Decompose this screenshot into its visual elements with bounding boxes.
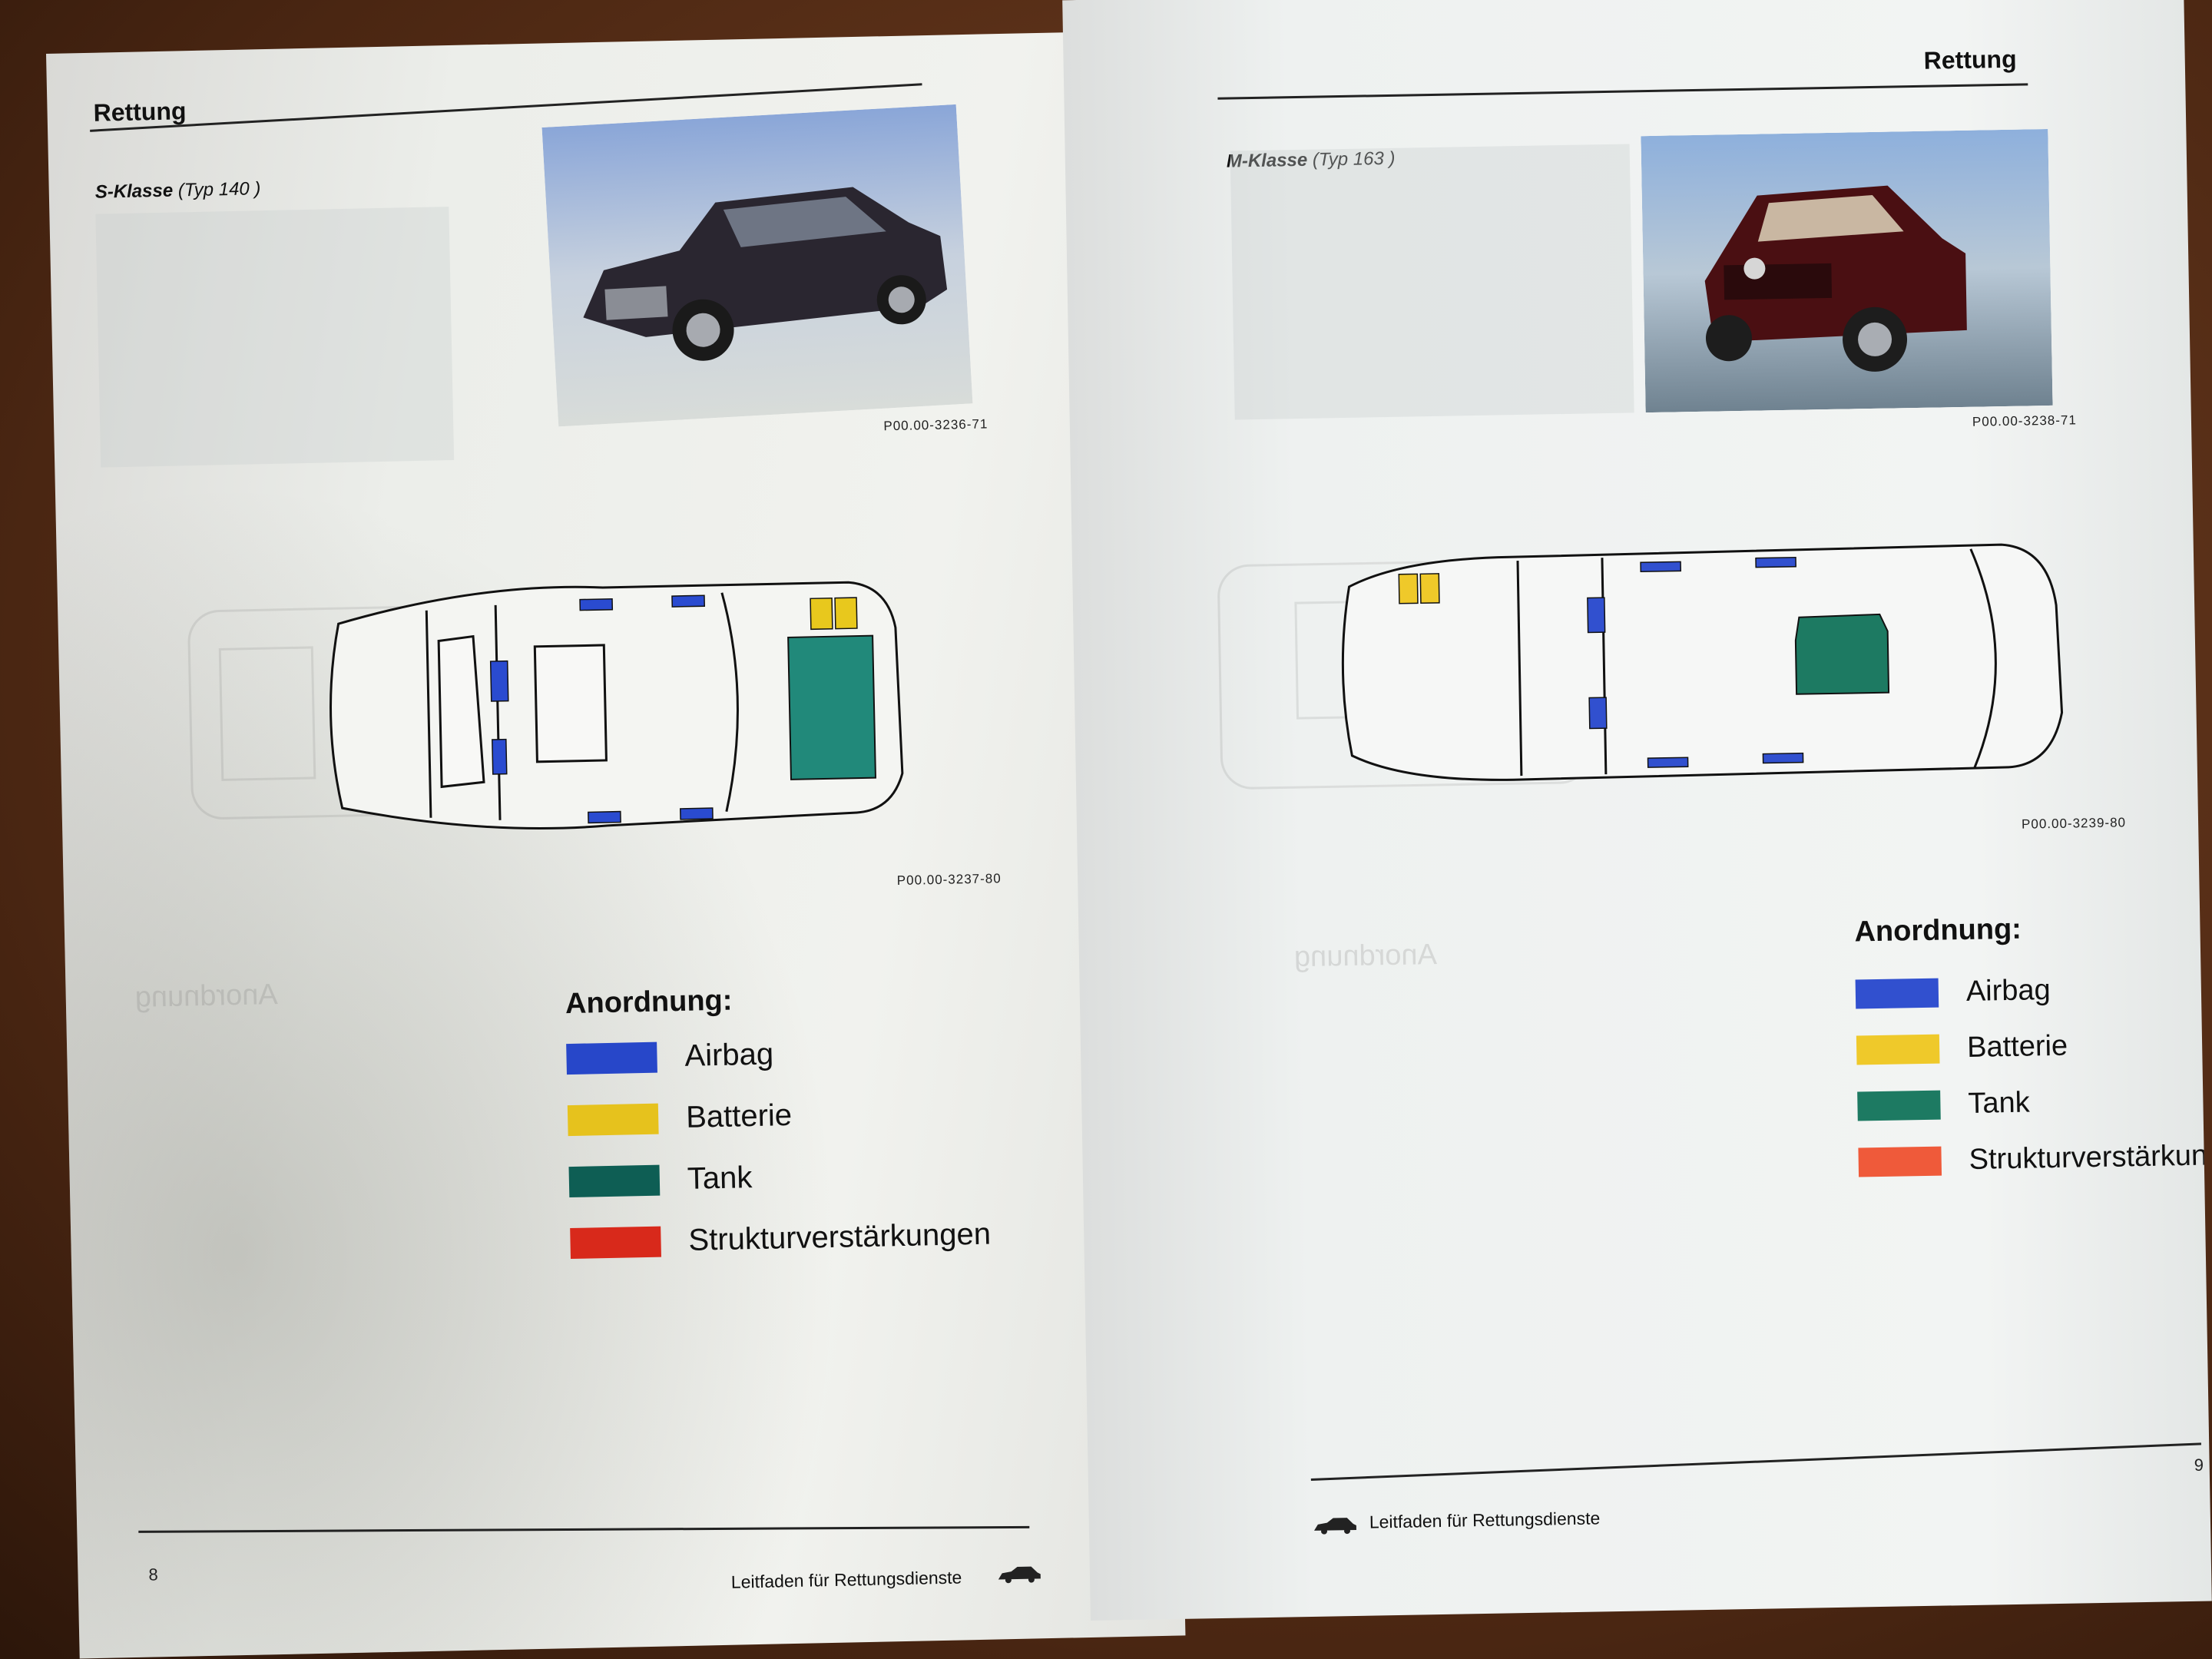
legend-label: Batterie [685,1098,793,1134]
section-title: Rettung [93,97,187,127]
diagram-reference: P00.00-3237-80 [896,871,1002,889]
structure-swatch [1858,1146,1942,1177]
footer-rule [138,1525,1030,1533]
legend-item-airbag: Airbag [1855,974,2051,1010]
airbag-mark [489,660,509,702]
airbag-mark [1640,561,1682,573]
airbag-swatch [566,1041,657,1075]
battery-mark [1398,573,1419,604]
legend-label: Batterie [1966,1029,2068,1064]
tank-swatch [568,1164,661,1197]
battery-mark [834,597,858,630]
legend-item-tank: Tank [1857,1087,2030,1123]
tank-swatch [1857,1090,1941,1121]
legend-title: Anordnung: [565,984,733,1021]
vehicle-photo [541,104,973,427]
legend-item-strukturverstaerkungen: Strukturverstärkungen [1858,1138,2212,1178]
legend-item-batterie: Batterie [567,1098,793,1137]
airbag-mark [588,810,621,824]
footer-text: Leitfaden für Rettungsdienste [1369,1508,1601,1532]
tank-mark [1794,613,1890,695]
tank-mark [787,634,876,780]
ghost-text: Anordnung [134,978,279,1014]
diagram-reference: P00.00-3239-80 [2021,815,2127,832]
section-title: Rettung [1923,45,2017,75]
legend-label: Strukturverstärkungen [688,1217,992,1257]
legend-label: Airbag [1965,974,2051,1008]
ghost-show-through [95,207,455,468]
legend-title: Anordnung: [1854,912,2022,949]
suv-photo-image [1641,128,2053,413]
legend-label: Tank [1968,1086,2031,1120]
footer-rule [1310,1442,2202,1481]
legend-item-airbag: Airbag [566,1037,774,1076]
right-page: Rettung M-Klasse (Typ 163 ) P00.00-3238-… [1062,0,2212,1621]
top-view-diagram [187,581,904,830]
ghost-show-through [1230,144,1634,420]
airbag-mark [680,807,714,820]
top-view-diagram [1217,543,2064,790]
car-icon [1314,1518,1356,1535]
footer-text: Leitfaden für Rettungsdienste [730,1567,962,1592]
airbag-mark [1587,597,1606,634]
legend-item-batterie: Batterie [1856,1030,2068,1067]
page-number: 9 [2194,1455,2204,1475]
car-icon [998,1566,1041,1584]
legend-label: Strukturverstärkungen [1969,1138,2212,1176]
model-label: S-Klasse (Typ 140 ) [95,178,261,204]
airbag-mark [1755,557,1796,568]
battery-mark [1419,573,1440,604]
airbag-mark [492,738,508,775]
header-rule [1217,83,2028,100]
legend-item-strukturverstaerkungen: Strukturverstärkungen [570,1217,991,1260]
vehicle-photo [1641,128,2053,413]
legend-label: Airbag [684,1037,774,1073]
airbag-mark [1762,752,1804,764]
photo-reference: P00.00-3238-71 [1972,412,2078,429]
page-number: 8 [148,1565,159,1584]
airbag-mark [1588,697,1608,730]
sedan-photo-image [541,104,973,427]
battery-swatch [567,1103,659,1136]
structure-swatch [570,1226,661,1259]
battery-swatch [1856,1034,1940,1065]
model-type: (Typ 140 ) [177,178,261,201]
battery-mark [810,597,833,631]
model-name: S-Klasse [94,180,174,203]
legend-item-tank: Tank [568,1161,753,1199]
ghost-text: Anordnung [1293,939,1438,974]
airbag-mark [1647,757,1689,768]
legend-label: Tank [687,1161,753,1196]
airbag-mark [671,594,706,608]
left-page: Rettung S-Klasse (Typ 140 ) P00.00-3236-… [46,30,1186,1659]
airbag-swatch [1855,978,1939,1008]
photo-reference: P00.00-3236-71 [883,416,988,434]
airbag-mark [579,598,614,611]
